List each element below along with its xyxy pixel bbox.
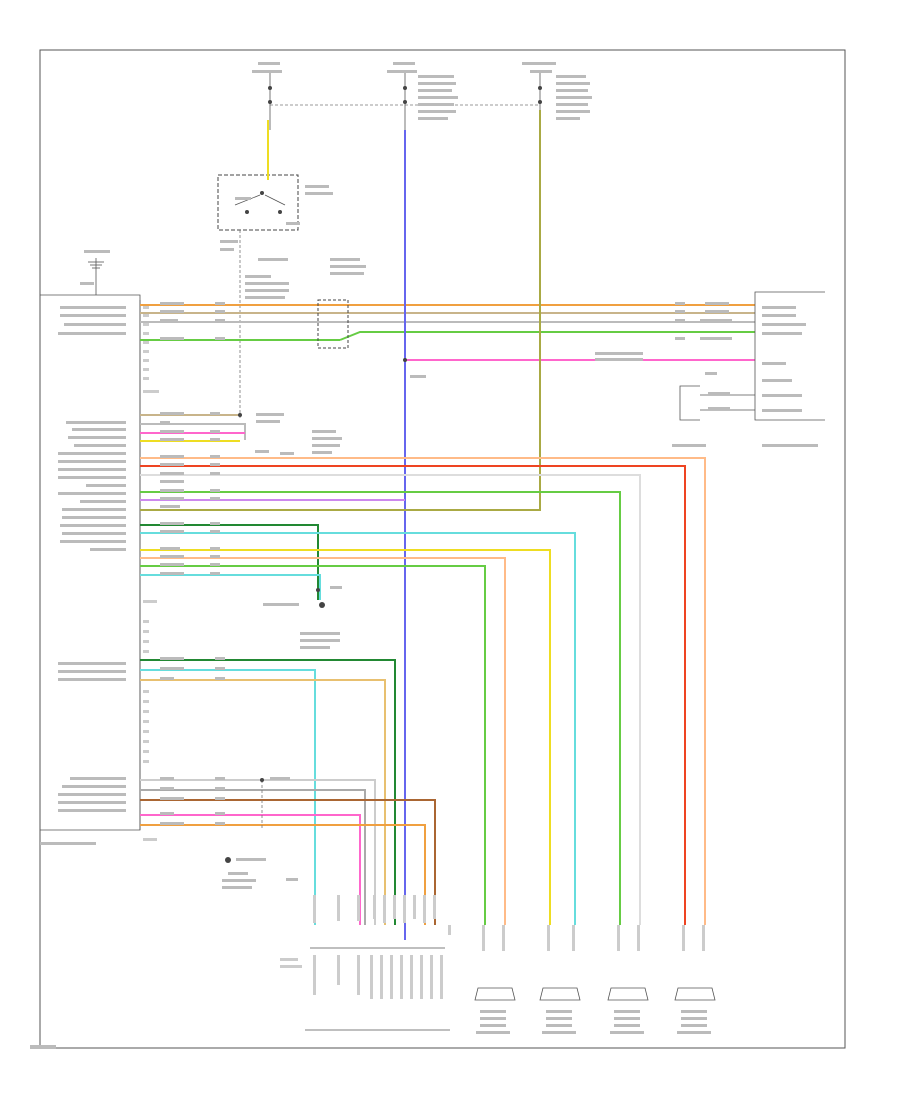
wire-gray-mid1 — [140, 423, 246, 440]
wire-gray-bot2 — [140, 789, 366, 925]
wire-green-mid — [140, 491, 621, 925]
wire-dkgreen-mid — [140, 524, 319, 600]
wire-brown-bot — [140, 799, 436, 925]
wire-tan-low — [140, 679, 386, 925]
ground-icon-mid — [263, 586, 342, 649]
ground-icon-bottom — [222, 857, 298, 889]
wire-green-mid2 — [140, 565, 486, 925]
bot-bus-labels — [160, 777, 290, 825]
top-bus-labels — [160, 302, 732, 378]
wire-cyan-mid — [140, 532, 576, 925]
wire-orange-bot — [140, 824, 426, 925]
low-bus-labels — [160, 657, 225, 680]
left-pin-labels — [40, 306, 126, 845]
wire-yellow-mid2 — [140, 549, 551, 925]
ground-icon — [80, 250, 110, 295]
switch-box — [217, 174, 299, 231]
splice-dots — [238, 358, 407, 782]
switch-label-marks — [235, 185, 333, 225]
switch-contacts — [234, 191, 286, 214]
speaker-3 — [607, 925, 649, 1034]
connector-dash-box — [317, 299, 349, 349]
speaker-2 — [539, 925, 581, 1034]
junction-labels — [220, 240, 366, 299]
diagram-border — [39, 49, 846, 1049]
mid-bus-labels — [160, 412, 342, 575]
speaker-4 — [674, 925, 716, 1034]
wire-cyan-mid2 — [140, 574, 321, 600]
speaker-1 — [474, 925, 516, 1034]
wire-cyan-low — [140, 669, 316, 925]
fuse-column-2 — [403, 70, 407, 130]
wire-peach-mid — [140, 457, 706, 925]
fuse-column-1 — [268, 70, 540, 130]
amplifier-module — [754, 291, 825, 447]
fuse-label-marks — [252, 62, 592, 120]
diagram-code-mark — [30, 1045, 56, 1049]
left-module — [40, 294, 141, 831]
wire-lt-gray-mid — [140, 474, 641, 925]
wire-red-mid — [140, 465, 686, 925]
wire-green-top-b — [339, 331, 755, 341]
wire-peach-mid2 — [140, 557, 506, 925]
wire-olive-vertical — [140, 110, 541, 511]
wire-dkgreen-low — [140, 659, 396, 925]
bottom-connector-labels — [280, 895, 451, 999]
wire-pink-bot — [140, 814, 361, 925]
subwoofer — [672, 372, 755, 447]
pin-number-marks — [143, 306, 159, 841]
